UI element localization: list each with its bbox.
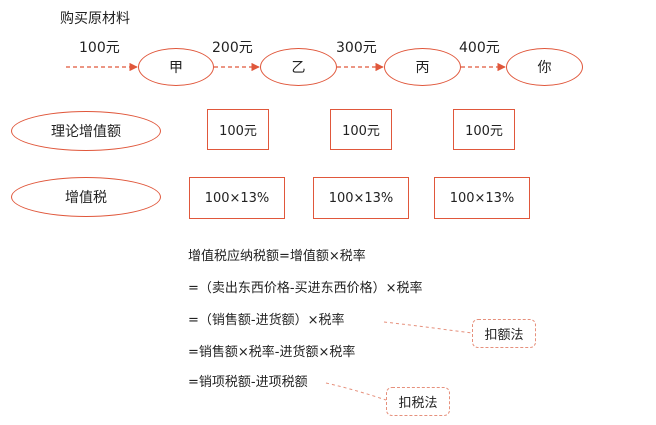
formula-line-4: =销售额×税率-进货额×税率 bbox=[188, 345, 356, 360]
value-added-label: 理论增值额 bbox=[11, 111, 161, 151]
callout-deduct-tax: 扣税法 bbox=[386, 387, 450, 416]
node-yi: 乙 bbox=[260, 48, 337, 86]
value-added-box-2: 100元 bbox=[330, 109, 392, 150]
node-bing: 丙 bbox=[384, 48, 461, 86]
diagram-title: 购买原材料 bbox=[60, 11, 130, 27]
node-jia: 甲 bbox=[138, 48, 214, 86]
value-added-box-3: 100元 bbox=[453, 109, 515, 150]
callout-leader-deduct-amount bbox=[383, 321, 473, 334]
node-ni: 你 bbox=[506, 48, 583, 86]
vat-box-3: 100×13% bbox=[434, 177, 530, 219]
vat-box-2: 100×13% bbox=[313, 177, 409, 219]
callout-leader-deduct-tax bbox=[325, 382, 387, 401]
formula-line-2: =（卖出东西价格-买进东西价格）×税率 bbox=[188, 281, 423, 296]
formula-line-1: 增值税应纳税额=增值额×税率 bbox=[188, 249, 366, 264]
price-label-2: 200元 bbox=[212, 40, 253, 56]
price-label-1: 100元 bbox=[79, 40, 120, 56]
vat-box-1: 100×13% bbox=[189, 177, 285, 219]
price-label-3: 300元 bbox=[336, 40, 377, 56]
formula-line-5: =销项税额-进项税额 bbox=[188, 375, 308, 390]
value-added-box-1: 100元 bbox=[207, 109, 269, 150]
vat-label: 增值税 bbox=[11, 177, 161, 217]
callout-deduct-amount: 扣额法 bbox=[472, 319, 536, 348]
formula-line-3: =（销售额-进货额）×税率 bbox=[188, 313, 345, 328]
price-label-4: 400元 bbox=[459, 40, 500, 56]
